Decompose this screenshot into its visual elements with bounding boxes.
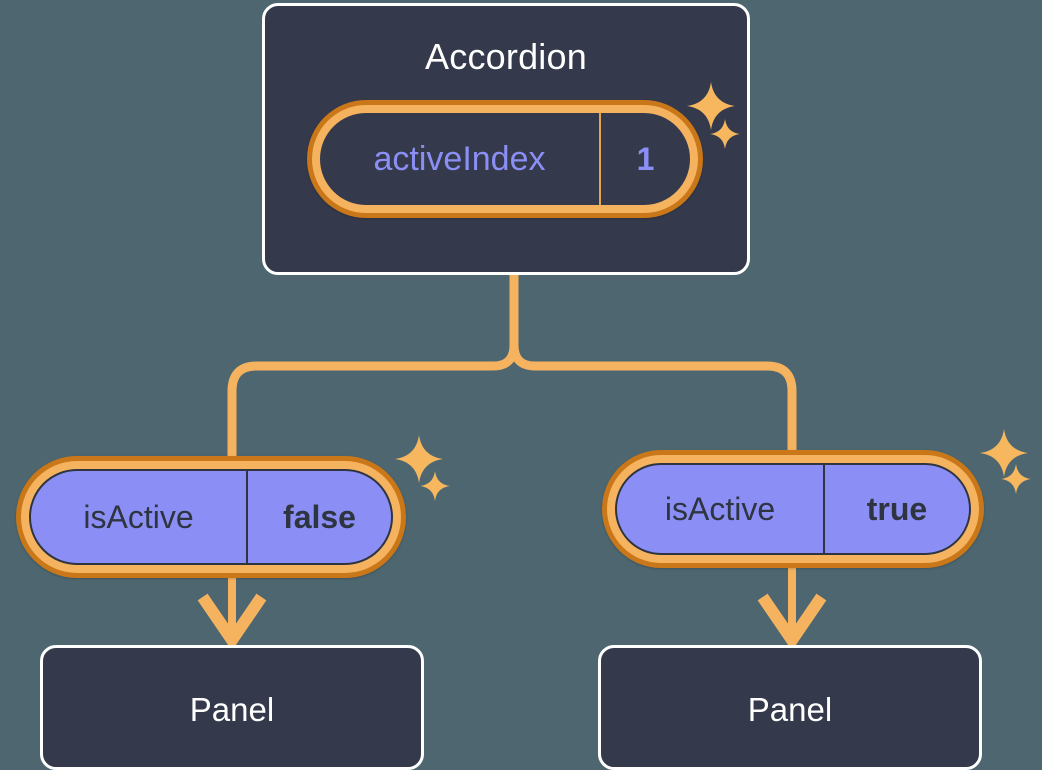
sparkle-four-point-icon [687, 82, 735, 130]
panel-card-left[interactable]: Panel [40, 645, 424, 770]
prop-key-label: isActive [664, 490, 776, 527]
panel-card-right[interactable]: Panel [598, 645, 982, 770]
pill-body: isActive true [615, 463, 971, 555]
panel-title: Panel [747, 691, 833, 728]
accordion-title: Accordion [425, 36, 587, 77]
pill-body: activeIndex 1 [320, 113, 690, 205]
pill-inner-ring: isActive false [21, 461, 401, 573]
pill-inner-ring: activeIndex 1 [312, 105, 698, 213]
state-value-label: 1 [636, 140, 655, 177]
prop-value-label: false [246, 471, 391, 563]
sparkle-four-point-icon [395, 435, 443, 483]
prop-value-label: true [823, 465, 969, 553]
sparkle-four-point-small-icon [1001, 464, 1031, 494]
prop-pill-isactive-true[interactable]: isActive true [602, 450, 984, 568]
pill-inner-ring: isActive true [607, 455, 979, 563]
sparkle-four-point-small-icon [420, 471, 450, 501]
sparkle-four-point-icon [980, 429, 1028, 477]
panel-title: Panel [189, 691, 275, 728]
sparkle-four-point-small-icon [710, 119, 740, 149]
pill-body: isActive false [29, 469, 393, 565]
prop-key-label: isActive [83, 498, 194, 535]
state-key-label: activeIndex [320, 113, 601, 205]
prop-pill-isactive-false[interactable]: isActive false [16, 456, 406, 578]
state-pill-activeindex[interactable]: activeIndex 1 [307, 100, 703, 218]
